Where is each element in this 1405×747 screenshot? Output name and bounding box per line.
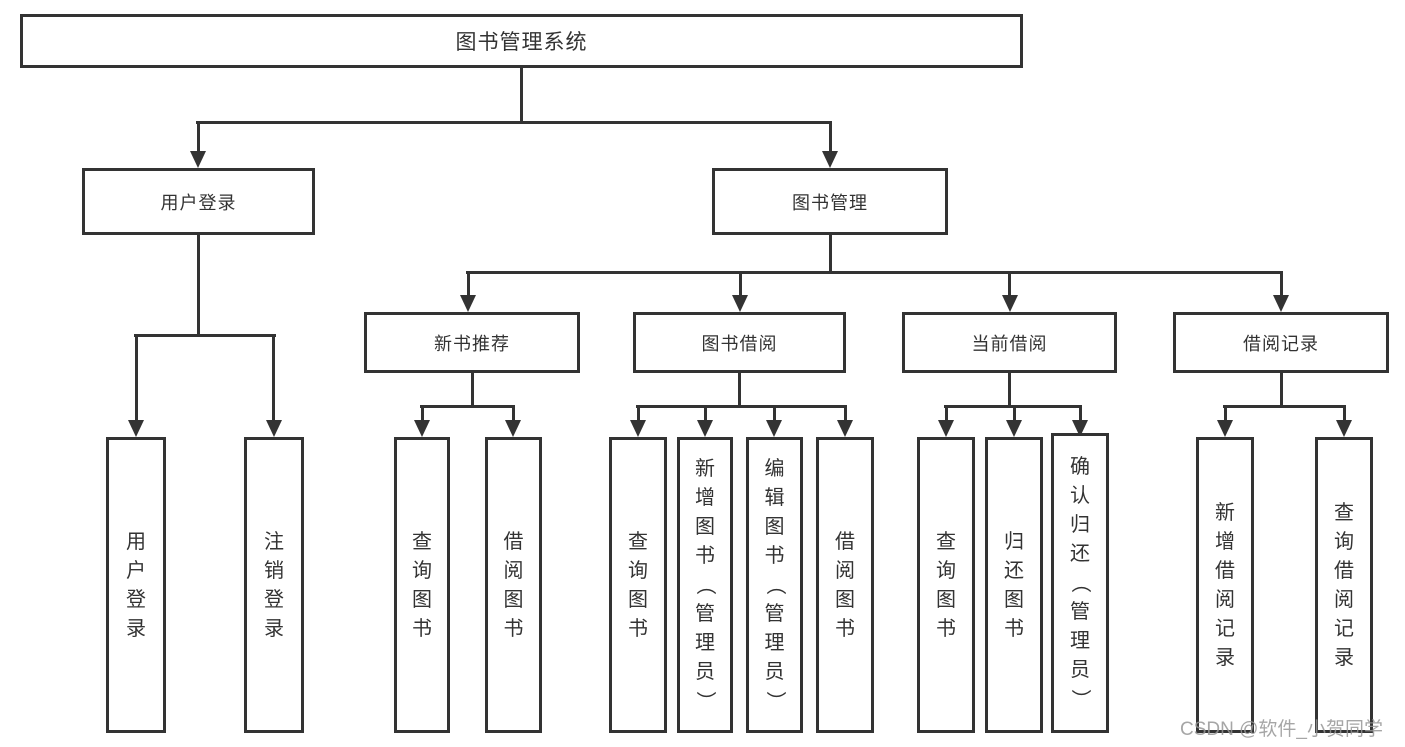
arrow-leaf <box>1006 420 1022 437</box>
leaf-label: 查询图书 <box>628 530 648 640</box>
connector-drop-user-login <box>197 121 200 153</box>
connector-drop <box>773 405 776 422</box>
connector-drop <box>512 405 515 422</box>
connector-drop <box>844 405 847 422</box>
connector-drop-leaf-user-login <box>135 334 138 422</box>
arrow-leaf <box>505 420 521 437</box>
arrow-new-book <box>460 295 476 312</box>
leaf-label: 新增图书（管理员） <box>694 458 716 711</box>
arrow-leaf-user-login <box>128 420 144 437</box>
arrow-leaf <box>938 420 954 437</box>
connector-stem-book-borrow <box>738 373 741 408</box>
connector-stem-book-management <box>829 235 832 274</box>
node-new-book-recommend: 新书推荐 <box>364 312 580 373</box>
node-label: 当前借阅 <box>971 333 1048 354</box>
arrow-book-management <box>822 151 838 168</box>
connector-drop <box>704 405 707 422</box>
leaf-borrow-books: 借阅图书 <box>816 437 874 733</box>
leaf-add-books-admin: 新增图书（管理员） <box>677 437 733 733</box>
leaf-label: 查询图书 <box>936 530 956 640</box>
arrow-leaf <box>1217 420 1233 437</box>
leaf-label: 归还图书 <box>1004 530 1024 640</box>
node-library-management-system: 图书管理系统 <box>20 14 1023 68</box>
arrow-book-borrow <box>732 295 748 312</box>
node-borrow-records: 借阅记录 <box>1173 312 1389 373</box>
connector-drop-book-borrow <box>739 271 742 297</box>
connector-drop <box>1013 405 1016 422</box>
leaf-edit-books-admin: 编辑图书（管理员） <box>746 437 803 733</box>
connector-drop-borrow-records <box>1280 271 1283 297</box>
connector-stem-new-book <box>471 373 474 408</box>
node-label: 新书推荐 <box>434 333 510 354</box>
connector-drop-new-book <box>467 271 470 297</box>
arrow-leaf <box>630 420 646 437</box>
connector-drop-leaf-logout <box>272 334 275 422</box>
leaf-label: 查询借阅记录 <box>1334 501 1354 669</box>
arrow-current-borrow <box>1002 295 1018 312</box>
leaf-confirm-return-admin: 确认归还（管理员） <box>1051 433 1109 733</box>
leaf-label: 注销登录 <box>264 530 284 640</box>
connector-drop-book-management <box>829 121 832 153</box>
arrow-borrow-records <box>1273 295 1289 312</box>
connector-stem-user-login <box>197 235 200 337</box>
leaf-return-books: 归还图书 <box>985 437 1043 733</box>
arrow-leaf <box>837 420 853 437</box>
connector-bar-user-login <box>134 334 276 337</box>
node-label: 图书管理系统 <box>455 31 588 54</box>
connector-stem-current-borrow <box>1008 373 1011 408</box>
connector-stem-root <box>520 67 523 123</box>
leaf-logout: 注销登录 <box>244 437 304 733</box>
connector-bar-new-book <box>420 405 515 408</box>
node-label: 图书借阅 <box>701 333 778 354</box>
node-label: 借阅记录 <box>1243 333 1319 354</box>
arrow-leaf <box>766 420 782 437</box>
leaf-user-login: 用户登录 <box>106 437 166 733</box>
leaf-query-borrow-record: 查询借阅记录 <box>1315 437 1373 733</box>
arrow-user-login <box>190 151 206 168</box>
node-current-borrow: 当前借阅 <box>902 312 1117 373</box>
leaf-label: 用户登录 <box>126 530 146 640</box>
connector-bar-book-management <box>466 271 1283 274</box>
node-label: 用户登录 <box>160 192 237 213</box>
leaf-label: 查询图书 <box>412 530 432 640</box>
leaf-label: 新增借阅记录 <box>1215 501 1235 669</box>
node-user-login: 用户登录 <box>82 168 315 235</box>
connector-drop <box>637 405 640 422</box>
connector-drop <box>421 405 424 422</box>
arrow-leaf <box>1336 420 1352 437</box>
arrow-leaf <box>414 420 430 437</box>
connector-stem-borrow-records <box>1280 373 1283 408</box>
connector-drop <box>1079 405 1082 422</box>
csdn-watermark: CSDN @软件_小贺同学 <box>1180 719 1383 740</box>
connector-drop-current-borrow <box>1008 271 1011 297</box>
leaf-label: 编辑图书（管理员） <box>763 458 786 711</box>
arrow-leaf <box>697 420 713 437</box>
connector-bar-borrow-records <box>1223 405 1346 408</box>
connector-drop <box>945 405 948 422</box>
arrow-leaf <box>1072 420 1088 437</box>
node-book-borrow: 图书借阅 <box>633 312 846 373</box>
leaf-add-borrow-record: 新增借阅记录 <box>1196 437 1254 733</box>
leaf-query-books-current: 查询图书 <box>917 437 975 733</box>
leaf-label: 借阅图书 <box>503 530 524 640</box>
connector-bar-root <box>196 121 832 124</box>
leaf-borrow-books-recommend: 借阅图书 <box>485 437 542 733</box>
node-label: 图书管理 <box>792 192 868 213</box>
connector-bar-book-borrow <box>636 405 847 408</box>
leaf-query-books-recommend: 查询图书 <box>394 437 450 733</box>
leaf-query-books-borrow: 查询图书 <box>609 437 667 733</box>
connector-drop <box>1224 405 1227 422</box>
leaf-label: 确认归还（管理员） <box>1069 456 1091 709</box>
leaf-label: 借阅图书 <box>835 530 855 640</box>
node-book-management: 图书管理 <box>712 168 948 235</box>
connector-drop <box>1343 405 1346 422</box>
arrow-leaf-logout <box>266 420 282 437</box>
